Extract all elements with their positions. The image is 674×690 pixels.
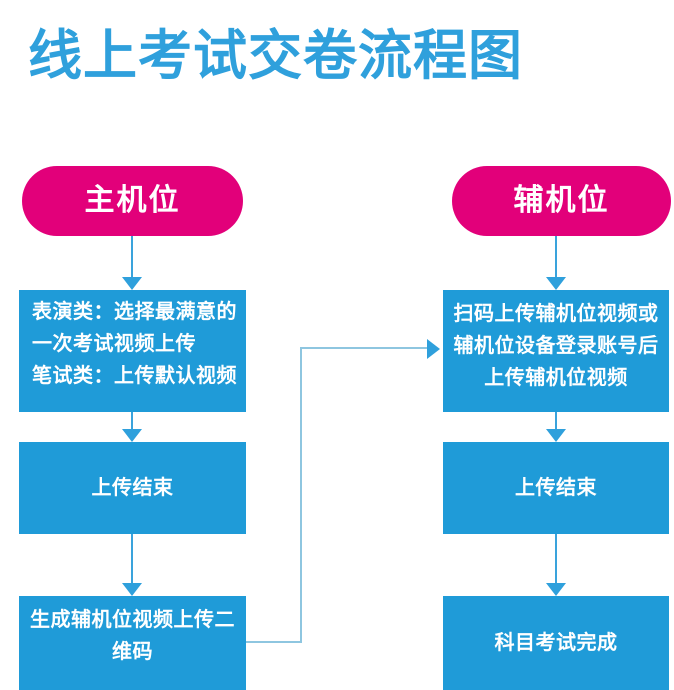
node-label: 科目考试完成	[494, 632, 618, 654]
connector-line	[555, 412, 557, 430]
node-label: 生成辅机位视频上传二 维码	[30, 609, 235, 663]
connector-line	[300, 347, 428, 349]
connector-line	[555, 534, 557, 584]
arrow-down-icon	[122, 429, 142, 442]
connector-line	[131, 534, 133, 584]
node-generate-qrcode[interactable]: 生成辅机位视频上传二 维码	[19, 596, 246, 690]
arrow-down-icon	[122, 583, 142, 596]
node-upload-finished-right[interactable]: 上传结束	[443, 442, 669, 534]
node-aux-upload[interactable]: 扫码上传辅机位视频或 辅机位设备登录账号后 上传辅机位视频	[443, 290, 669, 412]
node-label: 表演类：选择最满意的 一次考试视频上传 笔试类：上传默认视频	[32, 301, 237, 387]
connector-line	[246, 641, 302, 643]
node-label: 上传结束	[515, 477, 597, 499]
arrow-right-icon	[427, 339, 440, 359]
arrow-down-icon	[546, 429, 566, 442]
node-main-device-header[interactable]: 主机位	[22, 166, 243, 236]
arrow-down-icon	[546, 583, 566, 596]
page-title: 线上考试交卷流程图	[28, 26, 523, 86]
node-upload-finished-left[interactable]: 上传结束	[19, 442, 246, 534]
connector-line	[131, 412, 133, 430]
node-upload-rules[interactable]: 表演类：选择最满意的 一次考试视频上传 笔试类：上传默认视频	[19, 290, 246, 412]
connector-line	[131, 236, 133, 278]
arrow-down-icon	[546, 277, 566, 290]
arrow-down-icon	[122, 277, 142, 290]
node-label: 辅机位	[513, 184, 610, 217]
node-aux-device-header[interactable]: 辅机位	[452, 166, 671, 236]
connector-line	[300, 347, 302, 643]
connector-line	[555, 236, 557, 278]
node-label: 主机位	[84, 184, 181, 217]
node-exam-completed[interactable]: 科目考试完成	[443, 596, 669, 690]
node-label: 上传结束	[91, 477, 174, 499]
node-label: 扫码上传辅机位视频或 辅机位设备登录账号后 上传辅机位视频	[453, 303, 659, 389]
